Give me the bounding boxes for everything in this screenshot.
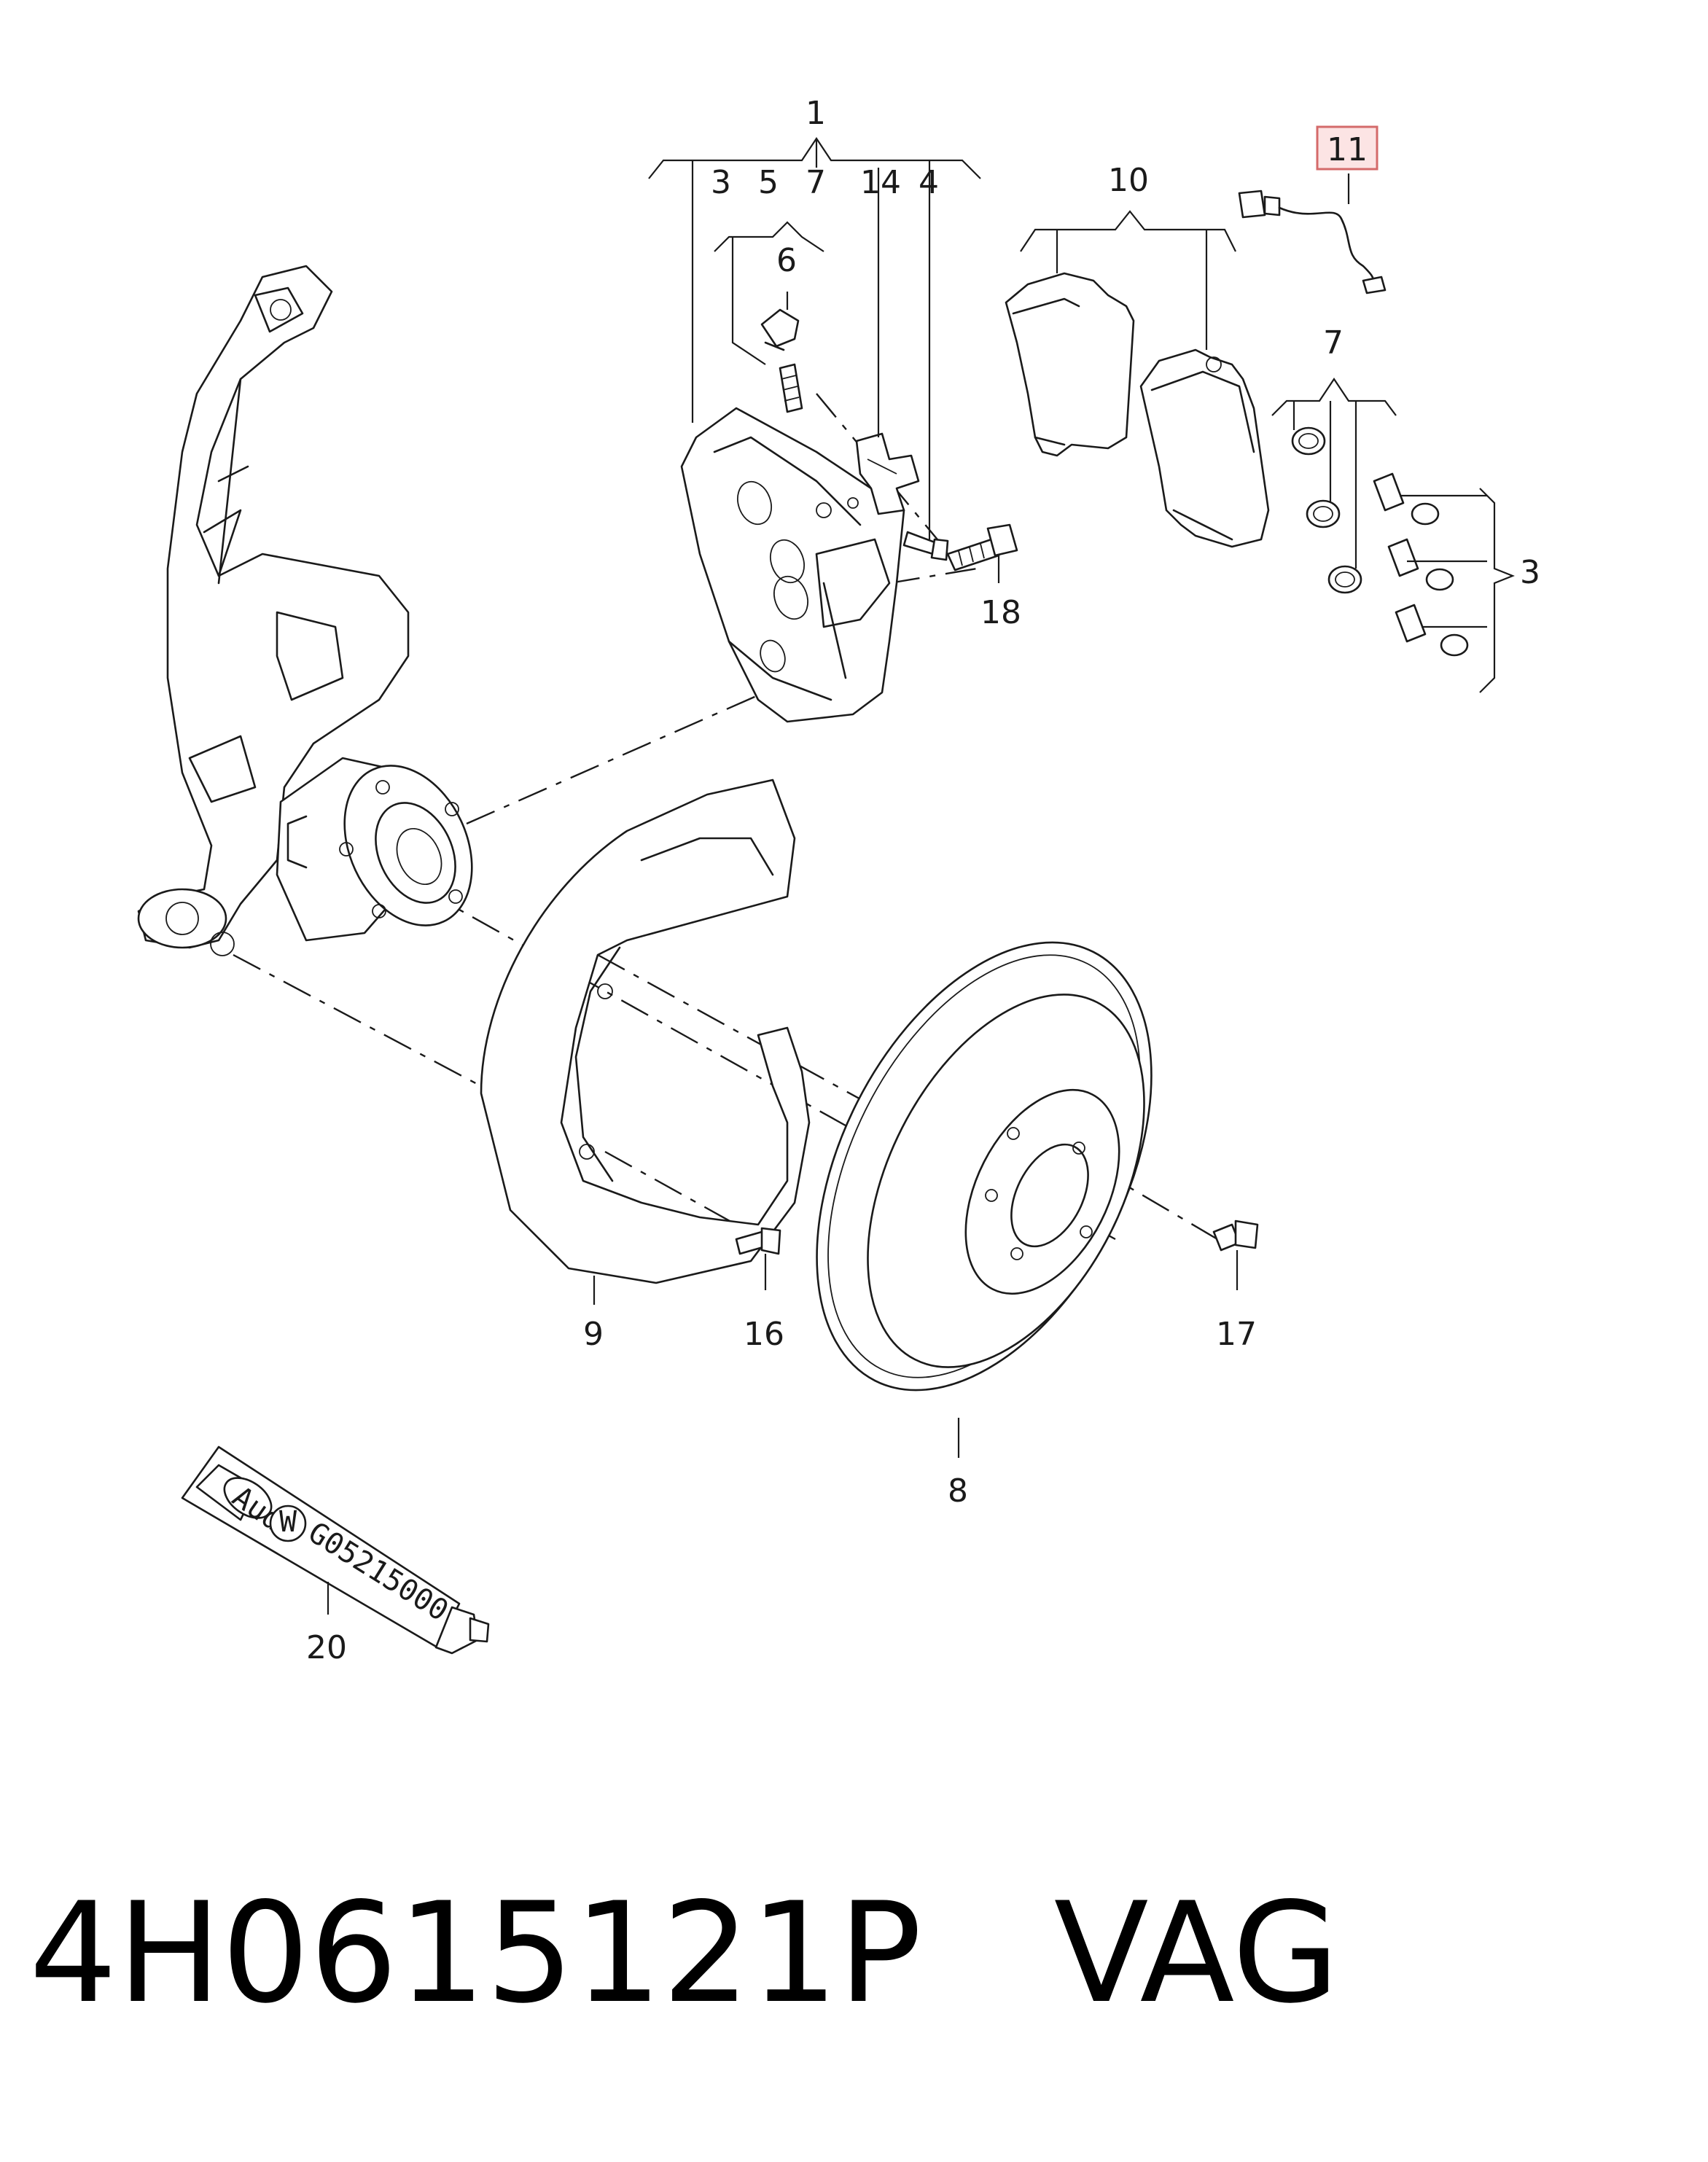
caliper-bolt-small: [902, 531, 949, 561]
callout-18: 18: [980, 594, 1021, 631]
brake-pad-set: [1005, 272, 1270, 548]
callout-20: 20: [306, 1629, 347, 1666]
callout-17: 17: [1216, 1316, 1257, 1353]
disc-screw: [1212, 1219, 1259, 1252]
callout-3-caliper: 3: [711, 164, 731, 201]
bleeder-valve: [760, 308, 803, 413]
steering-knuckle: [137, 265, 473, 956]
callout-4: 4: [919, 164, 939, 201]
vw-logo-mark: W: [279, 1505, 297, 1539]
callout-leaders: [327, 137, 1515, 1615]
part-number: 4H0615121P: [29, 1873, 922, 2034]
callout-8: 8: [948, 1472, 968, 1510]
splash-shield: [480, 778, 811, 1284]
callout-5: 5: [758, 164, 779, 201]
brake-disc: [816, 941, 1153, 1392]
callout-3-repair-kit: 3: [1520, 554, 1540, 591]
shield-screw: [735, 1227, 781, 1255]
callout-14: 14: [860, 164, 901, 201]
callout-7-seals: 7: [1323, 324, 1344, 362]
callout-6: 6: [776, 242, 797, 279]
callout-10: 10: [1108, 162, 1149, 199]
callout-1: 1: [806, 95, 826, 132]
callout-labels: 1 3 5 7 14 4 6 10 11 7 3 18 9 16 17 8 20: [306, 95, 1540, 1666]
pad-wear-sensor: [1238, 190, 1387, 294]
assembly-paste-tube: Audi W G05215000: [181, 1445, 490, 1655]
highlight-box-11: [1316, 125, 1379, 171]
caliper-mounting-bolt: [946, 523, 1018, 571]
callout-11: 11: [1327, 131, 1368, 168]
footer-gap: [922, 1873, 1054, 2034]
piston-seals: [1291, 426, 1362, 594]
brake-caliper: [680, 407, 905, 723]
callout-7-caliper: 7: [806, 164, 826, 201]
pad-retaining-spring: [855, 432, 920, 515]
callout-9: 9: [583, 1316, 604, 1353]
callout-16: 16: [744, 1316, 784, 1353]
manufacturer: VAG: [1053, 1873, 1340, 2034]
caliper-repair-kit: [1373, 472, 1469, 657]
part-number-footer: 4H0615121P VAG: [29, 1884, 1339, 2023]
